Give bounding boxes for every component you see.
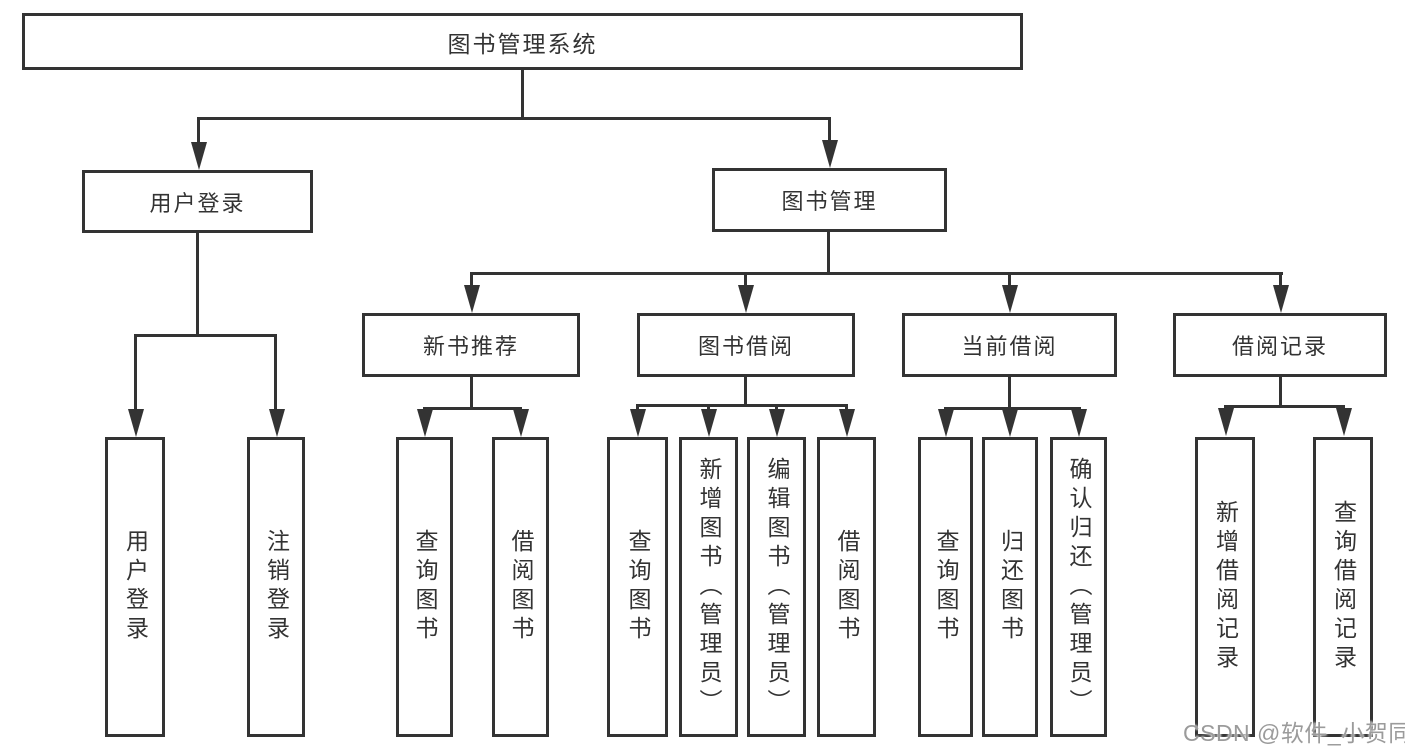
arrow-down-icon (630, 409, 646, 437)
node-library-management-system: 图书管理系统 (22, 13, 1023, 70)
connector-drop-br (1279, 272, 1282, 287)
arrow-down-icon (1218, 408, 1234, 436)
connector-user-stem (196, 233, 199, 337)
connector-br-hline (1224, 405, 1345, 408)
arrow-down-icon (1002, 409, 1018, 437)
node-book-management: 图书管理 (712, 168, 947, 232)
connector-cb-stem (1008, 377, 1011, 410)
connector-root-stem (521, 69, 524, 120)
connector-drop-book (828, 117, 831, 143)
leaf-query-books: 查询图书 (918, 437, 973, 737)
arrow-down-icon (128, 409, 144, 437)
connector-drop-user (197, 117, 200, 144)
connector-book-stem (827, 232, 830, 275)
csdn-watermark: CSDN @软件_小贺同学 (1183, 720, 1405, 746)
node-new-book-recommend: 新书推荐 (362, 313, 580, 377)
arrow-down-icon (191, 142, 207, 170)
connector-drop-login (134, 334, 137, 410)
arrow-down-icon (822, 140, 838, 168)
connector-rec-hline (423, 407, 522, 410)
arrow-down-icon (839, 409, 855, 437)
connector-bb-stem (744, 377, 747, 407)
connector-rec-stem (470, 377, 473, 410)
leaf-add-books-admin: 新增图书（管理员） (679, 437, 738, 737)
node-user-login: 用户登录 (82, 170, 313, 233)
connector-drop-rec (470, 272, 473, 287)
connector-bb-hline (636, 404, 848, 407)
connector-root-hline (197, 117, 831, 120)
node-borrow-records: 借阅记录 (1173, 313, 1387, 377)
leaf-user-login: 用户登录 (105, 437, 165, 737)
connector-book-hline (470, 272, 1283, 275)
connector-drop (707, 404, 710, 411)
arrow-down-icon (738, 285, 754, 313)
connector-cb-hline (944, 407, 1081, 410)
arrow-down-icon (769, 409, 785, 437)
leaf-add-borrow-record: 新增借阅记录 (1195, 437, 1255, 737)
arrow-down-icon (417, 409, 433, 437)
leaf-borrow-books: 借阅图书 (492, 437, 549, 737)
connector-user-hline (134, 334, 276, 337)
arrow-down-icon (513, 409, 529, 437)
leaf-borrow-books: 借阅图书 (817, 437, 876, 737)
arrow-down-icon (269, 409, 285, 437)
arrow-down-icon (701, 409, 717, 437)
connector-br-stem (1279, 377, 1282, 408)
arrow-down-icon (1071, 409, 1087, 437)
leaf-return-books: 归还图书 (982, 437, 1038, 737)
node-book-borrow: 图书借阅 (637, 313, 855, 377)
connector-drop (845, 404, 848, 411)
connector-drop-bb (744, 272, 747, 287)
leaf-logout: 注销登录 (247, 437, 305, 737)
arrow-down-icon (938, 409, 954, 437)
arrow-down-icon (1273, 285, 1289, 313)
leaf-query-books: 查询图书 (607, 437, 668, 737)
leaf-query-books: 查询图书 (396, 437, 453, 737)
arrow-down-icon (464, 285, 480, 313)
leaf-query-borrow-record: 查询借阅记录 (1313, 437, 1373, 737)
leaf-edit-books-admin: 编辑图书（管理员） (747, 437, 806, 737)
connector-drop-logout (274, 334, 277, 410)
connector-drop (775, 404, 778, 411)
connector-drop (636, 404, 639, 411)
arrow-down-icon (1002, 285, 1018, 313)
node-current-borrow: 当前借阅 (902, 313, 1117, 377)
arrow-down-icon (1336, 408, 1352, 436)
connector-drop-cb (1008, 272, 1011, 287)
leaf-confirm-return-admin: 确认归还（管理员） (1050, 437, 1107, 737)
